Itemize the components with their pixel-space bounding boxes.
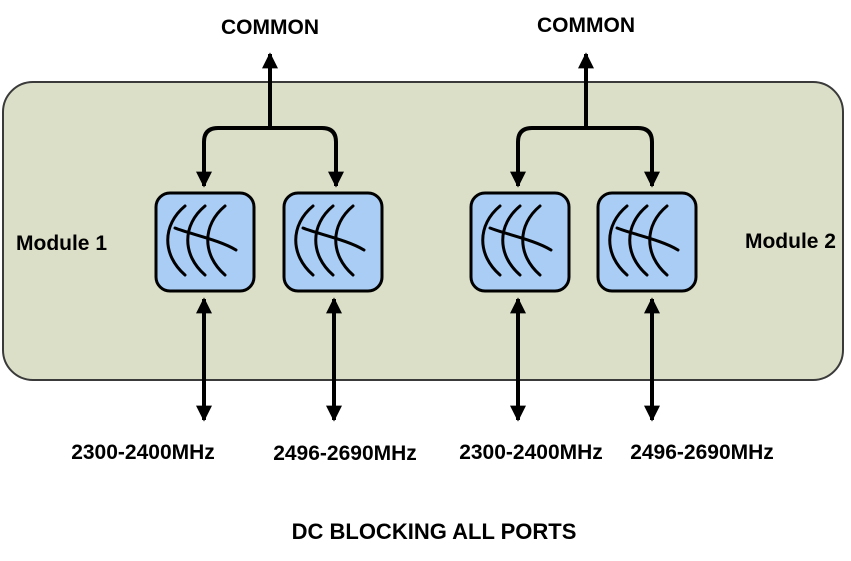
- module-2-splitter: [516, 126, 660, 188]
- module-1-label: Module 1: [16, 232, 107, 255]
- module-1-filter-1: [154, 191, 256, 293]
- enclosure: [2, 81, 844, 381]
- module-1-band-1-label: 2300-2400MHz: [71, 441, 215, 464]
- filter-wave: [608, 204, 680, 277]
- module-2-label: Module 2: [745, 230, 836, 253]
- module-2: [469, 52, 698, 422]
- module-1-band-2-label: 2496-2690MHz: [273, 442, 417, 465]
- filter-wave: [166, 204, 238, 277]
- filter-wave: [481, 204, 553, 277]
- bandpass-filter-icon: [154, 191, 256, 293]
- module-2-filter-2: [596, 191, 698, 293]
- bandpass-filter-icon: [469, 191, 571, 293]
- bandpass-filter-icon: [282, 191, 384, 293]
- module-2-band-1-label: 2300-2400MHz: [459, 441, 603, 464]
- module-2-common-label: COMMON: [537, 14, 635, 37]
- module-2-band-2-label: 2496-2690MHz: [630, 441, 774, 464]
- module-2-filter-1: [469, 191, 571, 293]
- module-1-filter-2: [282, 191, 384, 293]
- module-1: [154, 52, 384, 422]
- bandpass-filter-icon: [596, 191, 698, 293]
- footer-note: DC BLOCKING ALL PORTS: [292, 519, 577, 544]
- module-1-splitter: [202, 126, 344, 188]
- module-1-common-label: COMMON: [221, 16, 319, 39]
- filter-wave: [294, 204, 366, 277]
